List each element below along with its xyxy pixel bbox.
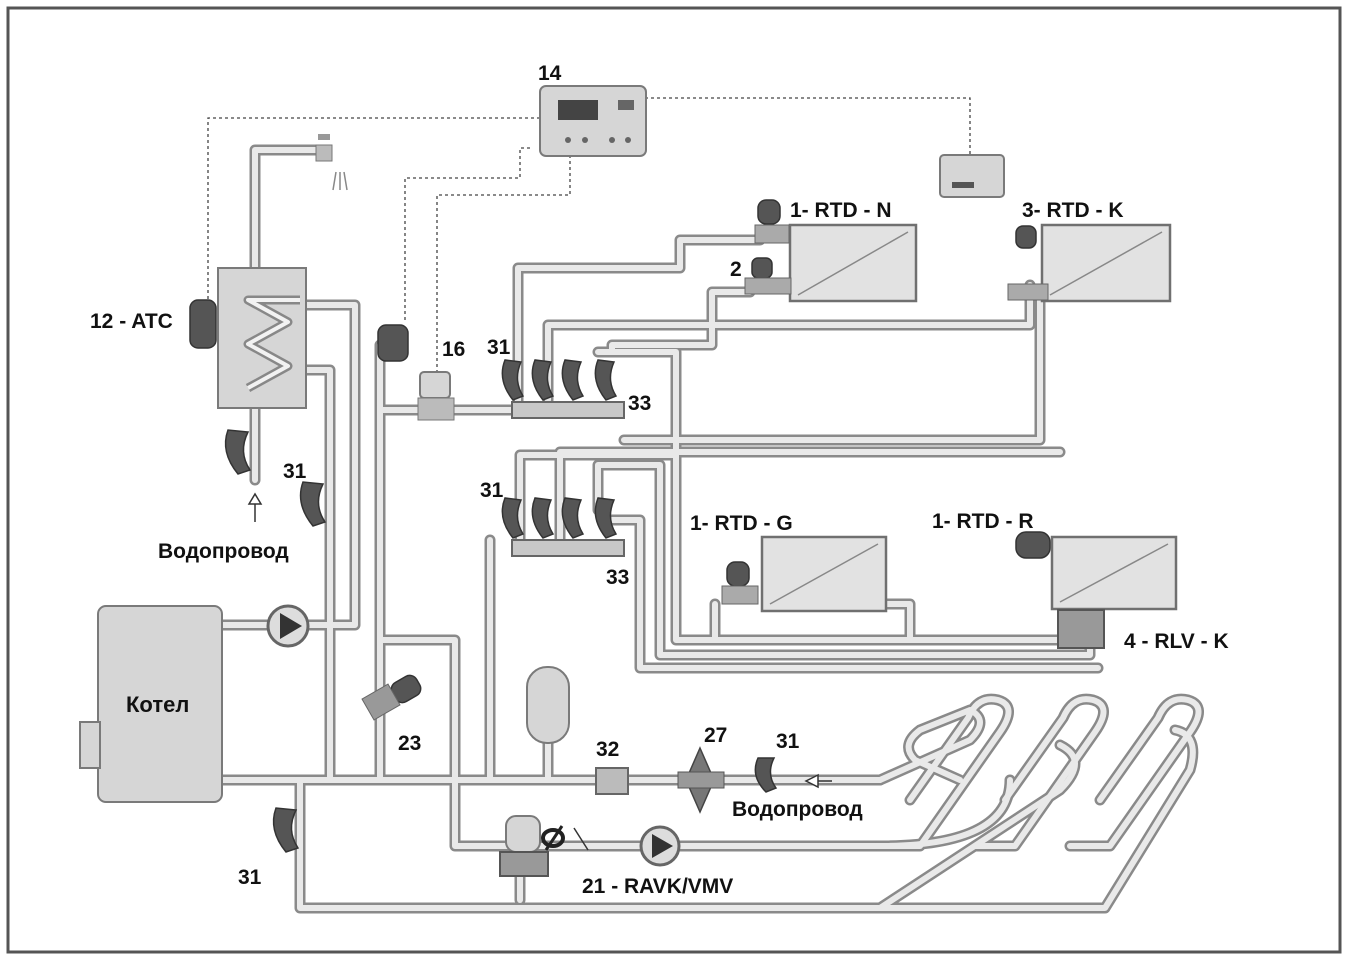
- pipe-segment-inner: [609, 289, 753, 355]
- water-inlet-arrow-right: [804, 773, 832, 789]
- pipe-segment-inner: [877, 601, 913, 643]
- label-33-manifold-middle: 33: [606, 566, 629, 589]
- pipe-segment-inner: [877, 696, 1012, 849]
- pipe-segment-inner: [557, 449, 1063, 543]
- label-31-left: 31: [283, 460, 307, 483]
- thermostat-head-rtd-n: [754, 199, 790, 244]
- label-27: 27: [704, 724, 727, 747]
- controller-14: [539, 85, 647, 157]
- pressure-reducer-27: [677, 746, 725, 814]
- pipe-segment-inner: [972, 696, 1107, 849]
- pipe-segment-inner: [609, 517, 1101, 671]
- pipe-segment-inner: [515, 237, 763, 413]
- label-31-manifold-top: 31: [487, 336, 511, 359]
- control-wires: [207, 97, 971, 375]
- shutoff-valve-heater-inlet: [224, 429, 252, 475]
- label-boiler: Котел: [126, 692, 189, 717]
- pipe-segment: [1064, 693, 1204, 852]
- label-16: 16: [442, 338, 465, 361]
- pipe-segment-inner: [219, 367, 333, 783]
- shutoff-valve-31-right: [754, 757, 778, 793]
- return-valve-rlv-k: [1057, 609, 1105, 649]
- label-33-manifold-top: 33: [628, 392, 651, 415]
- pipe-segment-inner: [877, 707, 983, 783]
- water-heater-tank: [217, 267, 307, 409]
- shutoff-valve-31-left: [299, 481, 327, 527]
- floor-heating-pump: [639, 825, 681, 867]
- pipe-segment-inner: [621, 297, 1043, 443]
- thermostat-head-rtd-k: [1007, 225, 1049, 301]
- pipe-segment-inner: [877, 727, 1196, 911]
- faucet-icon: [315, 134, 348, 191]
- radiator-rtd-k: [1040, 223, 1172, 303]
- boiler: [79, 605, 223, 803]
- label-31-right: 31: [776, 730, 800, 753]
- label-valve-2: 2: [730, 258, 742, 281]
- pipe-segment: [249, 144, 331, 274]
- label-rlv-k: 4 - RLV - K: [1124, 630, 1229, 653]
- pipe-segment-inner: [297, 777, 883, 911]
- thermostat-head-rtd-g: [721, 561, 759, 605]
- manifold-top: [501, 359, 625, 419]
- radiator-rtd-r: [1050, 535, 1178, 611]
- radiator-rtd-g: [760, 535, 888, 613]
- manifold-middle: [501, 497, 625, 557]
- label-32: 32: [596, 738, 619, 761]
- circulation-pump: [266, 604, 310, 648]
- pipe-segment-inner: [595, 462, 1093, 658]
- expansion-vessel: [526, 666, 570, 744]
- label-atc: 12 - ATC: [90, 310, 173, 333]
- tank-circuit-actuator: [377, 324, 409, 362]
- label-water-right: Водопровод: [732, 798, 863, 821]
- shutoff-valve-31-bottom: [272, 807, 300, 853]
- label-23: 23: [398, 732, 421, 755]
- room-sensor: [939, 154, 1005, 198]
- pipe-segment-inner: [877, 742, 1078, 911]
- label-rtd-k: 3- RTD - K: [1022, 199, 1124, 222]
- atc-valve-actuator: [189, 299, 217, 349]
- label-31-manifold-middle: 31: [480, 479, 504, 502]
- label-controller-14: 14: [538, 62, 562, 85]
- pipe-segment-inner: [252, 147, 328, 271]
- label-rtd-n: 1- RTD - N: [790, 199, 892, 222]
- label-rtd-r: 1- RTD - R: [932, 510, 1034, 533]
- filter-32: [595, 767, 629, 795]
- water-inlet-arrow-left: [247, 492, 263, 522]
- radiator-rtd-n: [788, 223, 918, 303]
- return-valve-2: [744, 257, 792, 295]
- label-31-bottom: 31: [238, 866, 262, 889]
- diagram-frame: [6, 6, 1342, 954]
- zone-valve-16: [417, 371, 455, 421]
- label-rtd-g: 1- RTD - G: [690, 512, 793, 535]
- label-ravk-vmv: 21 - RAVK/VMV: [582, 875, 733, 898]
- thermostat-head-rtd-r: [1015, 531, 1051, 559]
- label-water-left: Водопровод: [158, 540, 289, 563]
- bypass-valve-23: [361, 674, 422, 721]
- pipe-segment-inner: [1067, 696, 1202, 849]
- mixing-valve-21: [499, 815, 589, 877]
